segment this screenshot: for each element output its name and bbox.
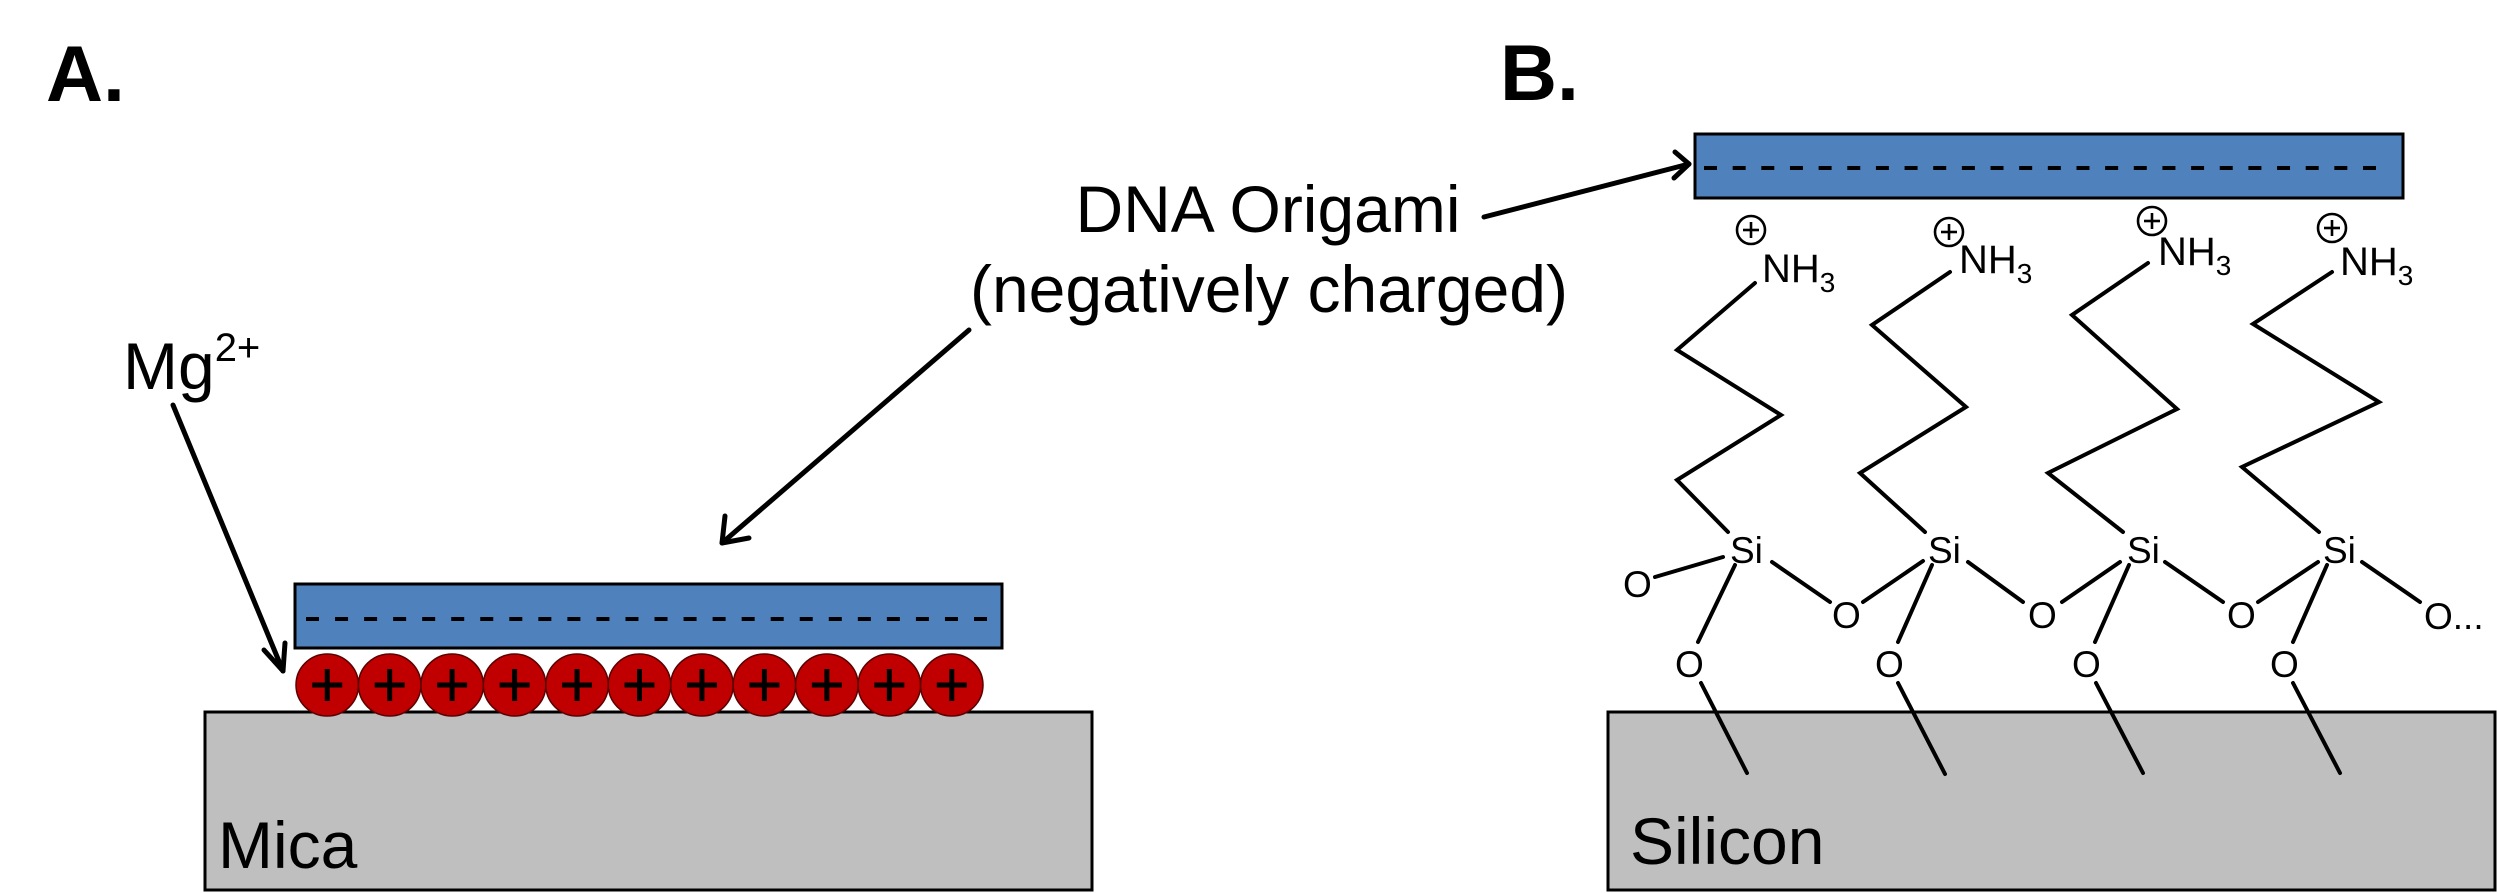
mg-ion [732,653,797,717]
panel-a-label: A. [46,29,125,118]
oxygen-atom-label: O [1832,595,1861,636]
si-o-bond [2291,563,2329,644]
oxygen-continuation-label: O... [2424,596,2484,637]
propyl-chain-bond [1673,281,1785,534]
mg-ion [607,653,672,717]
silicon-label: Silicon [1630,804,1824,878]
amine-subscript: 3 [2398,260,2414,291]
amine-group-label: NH3 [2340,240,2413,291]
si-o-bond [1896,563,1934,644]
mica-label: Mica [218,808,358,882]
propyl-chain-bond [2238,270,2384,534]
propyl-chain-bond [2044,261,2181,534]
circled-plus-icon [1735,214,1767,246]
panel-b: B. Silicon NH3SiOOONH3SiOONH3SiOONH3SiOO… [1481,28,2497,892]
callout-line-1: DNA Origami [1075,172,1460,246]
mg-ion [794,653,859,717]
plus-icon [437,669,468,701]
amine-main: NH [2340,240,2398,284]
callout-line-2: (negatively charged) [970,252,1568,326]
mg-ion-charge: 2+ [215,326,261,370]
amine-subscript: 3 [2017,258,2033,289]
origami-a-arrow [719,327,972,546]
amine-group-label: NH3 [2158,230,2231,281]
oxygen-atom-label: O [2227,595,2256,636]
amine-subscript: 3 [2216,250,2232,281]
aminosilane-linkers: NH3SiOOONH3SiOONH3SiOONH3SiOO... [1623,205,2484,776]
mg-ion [420,653,485,717]
amine-group-label: NH3 [1762,247,1835,298]
plus-icon [874,669,905,701]
linker-chain: NH3SiOO... [2238,212,2484,775]
mg-ion [545,653,610,717]
circled-plus-icon [2136,205,2168,237]
o-surface-bond [1699,681,1749,775]
oxygen-atom-label: O [1675,644,1704,685]
plus-icon [624,669,655,701]
oxygen-atom-label: O [1875,644,1904,685]
mg-ion [919,653,984,717]
si-o-bond [2360,560,2422,604]
mg-ion-symbol: Mg [123,329,215,403]
amine-main: NH [1762,247,1820,291]
mg-ion [357,653,422,717]
plus-icon [936,669,967,701]
panel-b-label: B. [1500,28,1579,117]
plus-icon [562,669,593,701]
mg-ion [669,653,734,717]
mg-ion [295,653,360,717]
mg-ion-label: Mg2+ [123,326,260,403]
o-surface-bond [2291,681,2342,775]
amine-group-label: NH3 [1959,238,2032,289]
oxygen-atom-label: O [2072,644,2101,685]
origami-b-arrow [1481,149,1692,220]
plus-icon [811,669,842,701]
mg-ion-layer [295,653,984,717]
oxygen-atom-label: O [1623,564,1652,605]
o-surface-bond [2094,681,2145,775]
oxygen-atom-label: O [2028,595,2057,636]
si-o-bond [2163,560,2225,604]
si-o-bond [1966,560,2025,604]
circled-plus-icon [1933,216,1965,248]
oxygen-atom-label: O [2270,644,2299,685]
plus-icon [374,669,405,701]
panel-a: A. Mica Mg2+ [46,29,1094,892]
silicon-substrate [1606,710,2497,892]
amine-subscript: 3 [1820,267,1836,298]
silicon-atom-label: Si [2127,530,2160,571]
propyl-chain-bond [1856,270,1970,534]
si-o-bond [1653,555,1725,579]
circled-plus-icon [2316,212,2348,244]
si-o-bond [1770,560,1832,604]
amine-main: NH [1959,238,2017,282]
si-o-bond [2093,563,2131,644]
plus-icon [499,669,530,701]
o-surface-bond [1896,681,1947,776]
si-o-bond [2256,560,2320,604]
dna-origami-callout: DNA Origami (negatively charged) [970,172,1568,326]
mg-ion [482,653,547,717]
si-o-bond [1861,559,1925,604]
si-o-bond [1696,563,1737,644]
dna-origami-a [293,582,1004,650]
mg-ion [857,653,922,717]
amine-main: NH [2158,230,2216,274]
si-o-bond [2060,560,2122,604]
plus-icon [686,669,717,701]
mica-substrate [203,710,1094,892]
plus-icon [312,669,343,701]
plus-icon [749,669,780,701]
mg-arrow [170,402,288,674]
